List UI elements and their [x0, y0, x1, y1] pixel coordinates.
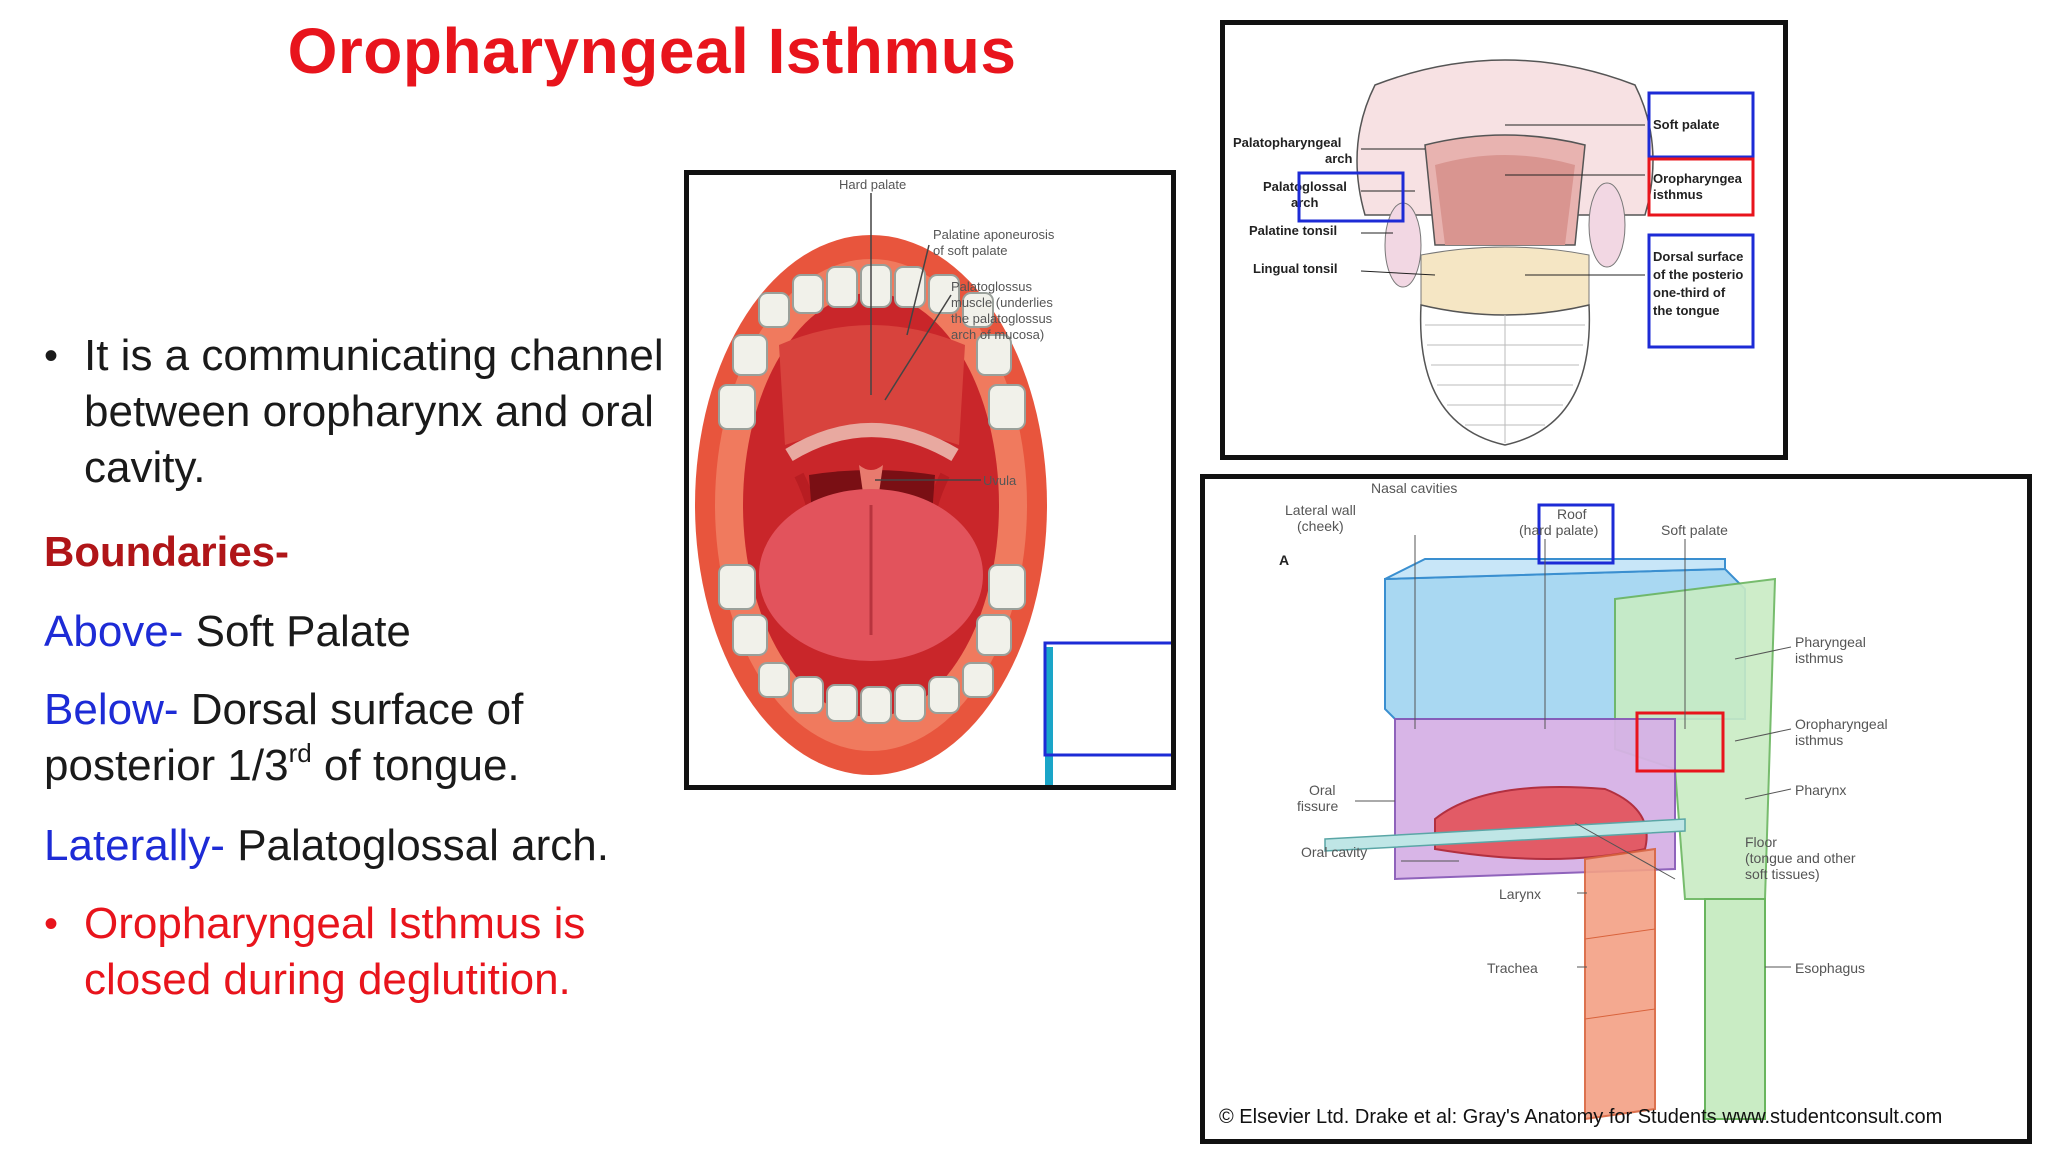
label-palatoglossus-4: arch of mucosa) [951, 327, 1044, 342]
label-lingual-tonsil: Lingual tonsil [1253, 261, 1338, 276]
label-roof-2: (hard palate) [1519, 522, 1598, 538]
bullet-deglutition: • Oropharyngeal Isthmus is closed during… [44, 896, 644, 1008]
label-palatopharyngeal-2: arch [1325, 151, 1353, 166]
bullet-dot: • [44, 334, 59, 378]
laterally-label: Laterally- [44, 821, 225, 870]
label-oral-cavity: Oral cavity [1301, 844, 1367, 860]
label-lateral-wall-2: (cheek) [1297, 518, 1344, 534]
label-lateral-wall-1: Lateral wall [1285, 502, 1356, 518]
below-text-b: of tongue. [311, 741, 520, 790]
oral-cavity-illustration: Hard palate Palatine aponeurosis of soft… [695, 177, 1171, 785]
label-oro-1: Oropharyngea [1653, 171, 1743, 186]
label-pharyngeal-1: Pharyngeal [1795, 634, 1866, 650]
boundaries-heading: Boundaries- [44, 528, 290, 575]
label-pharyngeal-2: isthmus [1795, 650, 1843, 666]
oral-cavity-box-figure: Nasal cavities Lateral wall (cheek) Roof… [1200, 474, 2032, 1144]
box-oropharyngeal [1647, 157, 1755, 217]
bullet-text-2: Oropharyngeal Isthmus is closed during d… [84, 899, 586, 1004]
box-roof [1537, 503, 1615, 565]
label-palatine-tonsil: Palatine tonsil [1249, 223, 1337, 238]
label-trachea: Trachea [1487, 960, 1538, 976]
label-roof-1: Roof [1557, 506, 1587, 522]
box-dorsal-surface [1647, 233, 1755, 349]
label-nasal-cavities: Nasal cavities [1371, 480, 1457, 496]
label-panel-a: A [1279, 552, 1289, 568]
label-palatoglossal-2: arch [1291, 195, 1319, 210]
below-label: Below- [44, 685, 179, 734]
label-floor-3: soft tissues) [1745, 866, 1820, 882]
tongue-palate-figure: Palatopharyngeal arch Palatoglossal arch… [1220, 20, 1788, 460]
label-floor-2: (tongue and other [1745, 850, 1856, 866]
boundary-below: Below- Dorsal surface of posterior 1/3rd… [44, 682, 664, 794]
bullet-communicating: • It is a communicating channel between … [44, 328, 684, 496]
box-palatoglossal [1297, 171, 1405, 223]
above-label: Above- [44, 607, 184, 656]
figure-credit: © Elsevier Ltd. Drake et al: Gray's Anat… [1219, 1106, 1943, 1128]
label-pharynx: Pharynx [1795, 782, 1846, 798]
label-esophagus: Esophagus [1795, 960, 1865, 976]
label-dorsal-3: one-third of [1653, 285, 1726, 300]
label-uvula: Uvula [983, 473, 1017, 488]
highlight-box-blue [1043, 641, 1171, 757]
label-dorsal-1: Dorsal surface [1653, 249, 1743, 264]
label-oro-2: isthmus [1653, 187, 1703, 202]
slide-title: Oropharyngeal Isthmus [287, 15, 1017, 87]
label-soft-palate-3: Soft palate [1661, 522, 1728, 538]
bullet-dot-2: • [44, 902, 59, 946]
box-soft-palate [1647, 91, 1755, 159]
label-larynx: Larynx [1499, 886, 1541, 902]
below-sup: rd [288, 738, 312, 768]
label-palatoglossus-3: the palatoglossus [951, 311, 1053, 326]
label-palatoglossal-1: Palatoglossal [1263, 179, 1347, 194]
laterally-text: Palatoglossal arch. [224, 821, 609, 870]
label-palatoglossus-1: Palatoglossus [951, 279, 1032, 294]
box-oropharyngeal-isthmus [1635, 711, 1725, 773]
label-soft-palate: Soft palate [1653, 117, 1719, 132]
boundary-laterally: Laterally- Palatoglossal arch. [44, 818, 609, 874]
boundary-above: Above- Soft Palate [44, 604, 411, 660]
label-palatopharyngeal-1: Palatopharyngeal [1233, 135, 1341, 150]
tongue-palate-illustration: Palatopharyngeal arch Palatoglossal arch… [1233, 59, 1755, 446]
below-text-a: Dorsal surface of posterior 1/3 [44, 685, 524, 790]
label-oral-fissure-2: fissure [1297, 798, 1338, 814]
oral-cavity-figure: Hard palate Palatine aponeurosis of soft… [684, 170, 1176, 790]
label-dorsal-4: the tongue [1653, 303, 1719, 318]
oral-cavity-box-illustration: Nasal cavities Lateral wall (cheek) Roof… [1279, 480, 1888, 1121]
label-palatoglossus-2: muscle (underlies [951, 295, 1053, 310]
above-text: Soft Palate [183, 607, 411, 656]
label-dorsal-2: of the posterio [1653, 267, 1743, 282]
label-hard-palate: Hard palate [839, 177, 906, 192]
label-oropharyngeal-2: isthmus [1795, 732, 1843, 748]
label-oral-fissure-1: Oral [1309, 782, 1335, 798]
label-floor-1: Floor [1745, 834, 1777, 850]
bullet-text: It is a communicating channel between or… [84, 331, 664, 492]
label-palatine-aponeurosis-2: of soft palate [933, 243, 1007, 258]
label-oropharyngeal-1: Oropharyngeal [1795, 716, 1888, 732]
label-palatine-aponeurosis-1: Palatine aponeurosis [933, 227, 1055, 242]
